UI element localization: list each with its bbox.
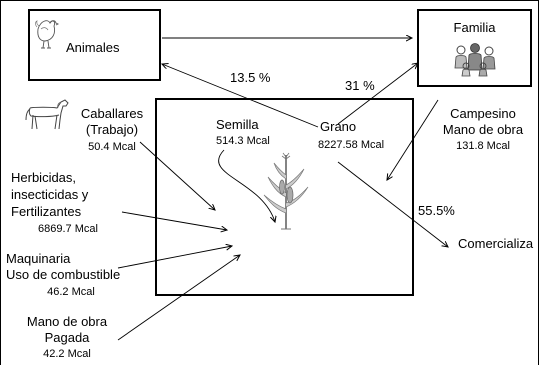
mano-pagada-label-line1: Mano de obra [26,314,108,329]
semilla-label: Semilla [216,117,259,132]
semilla-value: 514.3 Mcal [216,135,270,147]
campesino-label-line1: Campesino [450,106,516,121]
herbicidas-value: 6869.7 Mcal [38,223,98,235]
caballares-label-line1: Caballares [80,106,144,121]
caballares-value: 50.4 Mcal [88,141,136,153]
arrow-caballares-to-plant [139,141,215,210]
pct-to-animales: 13.5 % [230,70,271,85]
campesino-label-line2: Mano de obra [442,122,524,137]
hen-icon [35,20,60,49]
arrow-maquinaria-to-plant [117,246,232,269]
grano-label: Grano [320,119,357,134]
arrow-semilla-to-plant [218,149,275,222]
campesino-value: 131.8 Mcal [456,140,510,152]
grano-value: 8227.58 Mcal [318,139,385,151]
horse-icon [25,99,69,130]
mano-pagada-label-line2: Pagada [44,330,90,345]
arrow-grano-to-familia [337,63,418,125]
familia-label: Familia [453,20,496,35]
animales-label: Animales [66,40,120,55]
herbicidas-label-line3: Fertilizantes [11,204,82,219]
mano-pagada-value: 42.2 Mcal [43,348,91,360]
comercializa-label: Comercializa [458,237,534,251]
pct-to-comercializa: 55.5% [418,203,455,218]
pct-to-familia: 31 % [345,78,375,93]
corn-plant-icon [263,152,309,230]
maquinaria-label-line1: Maquinaria [6,251,71,266]
animales-box: Animales [28,9,161,81]
herbicidas-label-line1: Herbicidas, [11,170,77,185]
maquinaria-value: 46.2 Mcal [47,286,95,298]
maquinaria-label-line2: Uso de combustible [6,267,121,282]
family-icon [454,43,496,77]
arrow-grano-to-comercializa [337,161,448,247]
caballares-label-line2: (Trabajo) [85,122,139,137]
herbicidas-label-line2: insecticidas y [11,187,89,202]
familia-box: Familia [417,9,532,87]
arrow-mano-pagada-to-plant [117,255,240,341]
arrow-grano-to-animales [162,64,319,128]
production-system-box [155,98,414,296]
arrow-herbicidas-to-plant [121,211,227,230]
